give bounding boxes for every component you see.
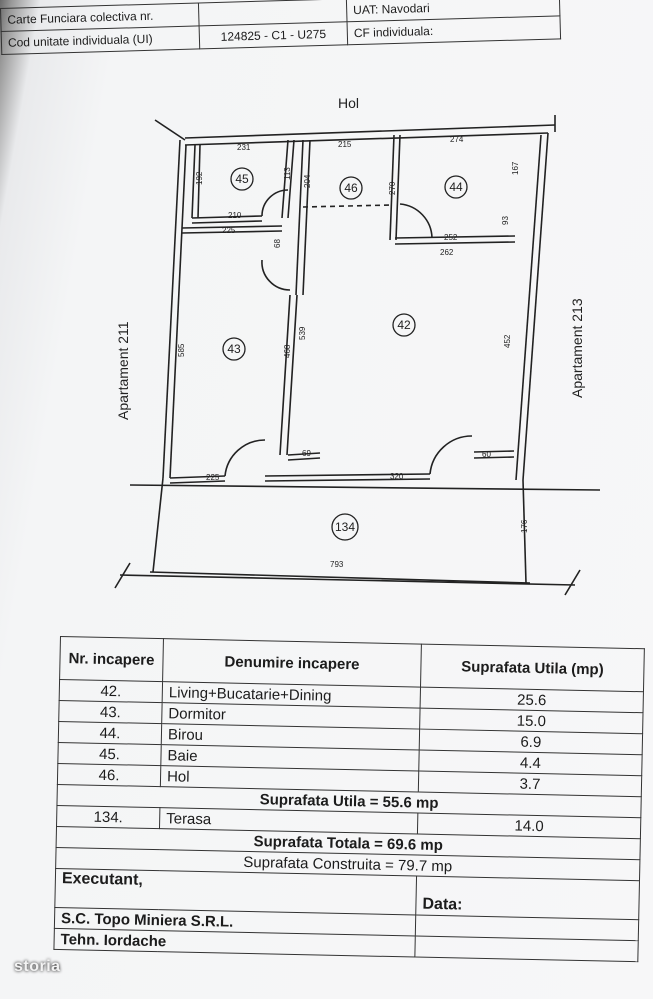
dim-label: 585 (177, 343, 186, 357)
room-tag: 43 (227, 342, 241, 356)
cf-individual-label: CF individuala: (347, 15, 561, 45)
dim-label: 793 (330, 560, 344, 569)
dim-label: 60 (482, 450, 491, 459)
dim-label: 262 (440, 248, 454, 257)
room-nr: 46. (57, 763, 161, 787)
dim-label: 270 (388, 181, 397, 195)
dim-label: 252 (444, 233, 458, 242)
header-area: Suprafata Utila (mp) (420, 644, 645, 692)
room-tag: 42 (397, 318, 411, 332)
room-tag-circle (392, 313, 416, 337)
header-table: Carte Funciara colectiva nr. UAT: Navoda… (0, 0, 653, 60)
room-tag: 44 (449, 180, 463, 194)
dim-label: 225 (222, 226, 236, 235)
room-tag: 46 (344, 181, 358, 195)
dim-label: 539 (298, 326, 307, 340)
data-label: Data: (415, 876, 640, 920)
room-tag-circle (444, 175, 468, 199)
dim-label: 204 (303, 174, 312, 188)
dim-label: 68 (273, 239, 282, 248)
dim-label: 452 (503, 334, 512, 348)
floor-plan: 231 215 274 192 113 204 270 167 210 225 … (114, 95, 601, 596)
room-tag-circle (222, 337, 246, 361)
terrace-nr: 134. (56, 805, 160, 829)
apartment-213-label: Apartament 213 (569, 298, 585, 398)
room-nr: 42. (59, 679, 163, 703)
dim-label: 225 (206, 473, 220, 482)
dim-label: 93 (501, 216, 510, 225)
header-name: Denumire incapere (162, 638, 422, 688)
apartment-211-label: Apartament 211 (115, 321, 131, 420)
dim-label: 274 (450, 135, 464, 144)
dim-label: 192 (195, 171, 204, 185)
dim-label: 468 (283, 344, 292, 358)
header-nr: Nr. incapere (59, 636, 164, 682)
room-tag: 45 (235, 172, 249, 186)
dim-label: 215 (338, 140, 352, 149)
dim-label: 113 (283, 167, 292, 180)
dim-label: 231 (237, 143, 251, 152)
dim-label: 176 (520, 519, 529, 533)
ui-code-label: Cod unitate individuala (UI) (1, 25, 200, 55)
ui-code-value: 124825 - C1 - U275 (199, 21, 348, 49)
dim-label: 69 (302, 449, 311, 458)
dim-label: 320 (390, 472, 404, 481)
dimension-labels: 231 215 274 192 113 204 270 167 210 225 … (177, 135, 529, 569)
room-tag: 134 (335, 520, 355, 534)
room-nr: 45. (57, 742, 162, 766)
room-tag-circle (331, 513, 359, 541)
room-tag-circle (230, 167, 254, 191)
storia-watermark: storia (14, 958, 61, 975)
room-nr: 44. (58, 721, 162, 745)
dim-label: 167 (511, 161, 520, 175)
hol-label: Hol (338, 95, 359, 111)
room-tag-circle (339, 176, 363, 200)
room-nr: 43. (58, 700, 163, 724)
rooms-table: Nr. incapere Denumire incapere Suprafata… (53, 636, 650, 962)
dim-label: 210 (228, 211, 242, 220)
